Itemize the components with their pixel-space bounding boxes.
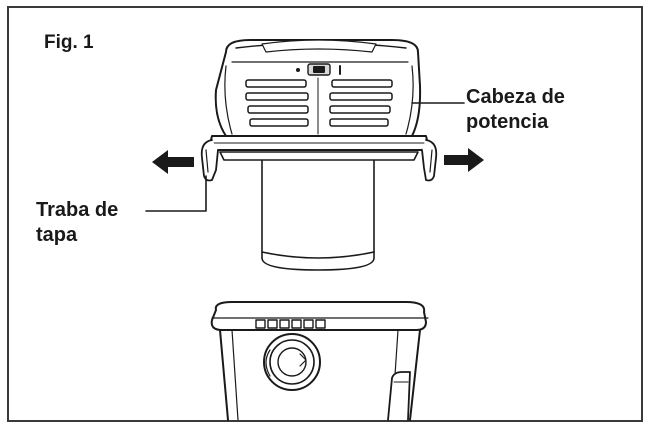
power-head: [200, 39, 438, 182]
arrow-left-icon: [152, 150, 194, 174]
tank: [210, 301, 429, 421]
power-head-label-line-1: Cabeza de: [466, 86, 565, 108]
power-head-label-line-2: potencia: [466, 111, 549, 133]
figure-title: Fig. 1: [44, 32, 94, 53]
lid-latch-label-line-2: tapa: [36, 224, 78, 246]
arrow-right-icon: [444, 148, 484, 172]
filter-cartridge: [261, 159, 375, 271]
lid-latch-leader-line: [145, 175, 207, 212]
lid-latch-label-line-1: Traba de: [36, 199, 119, 221]
